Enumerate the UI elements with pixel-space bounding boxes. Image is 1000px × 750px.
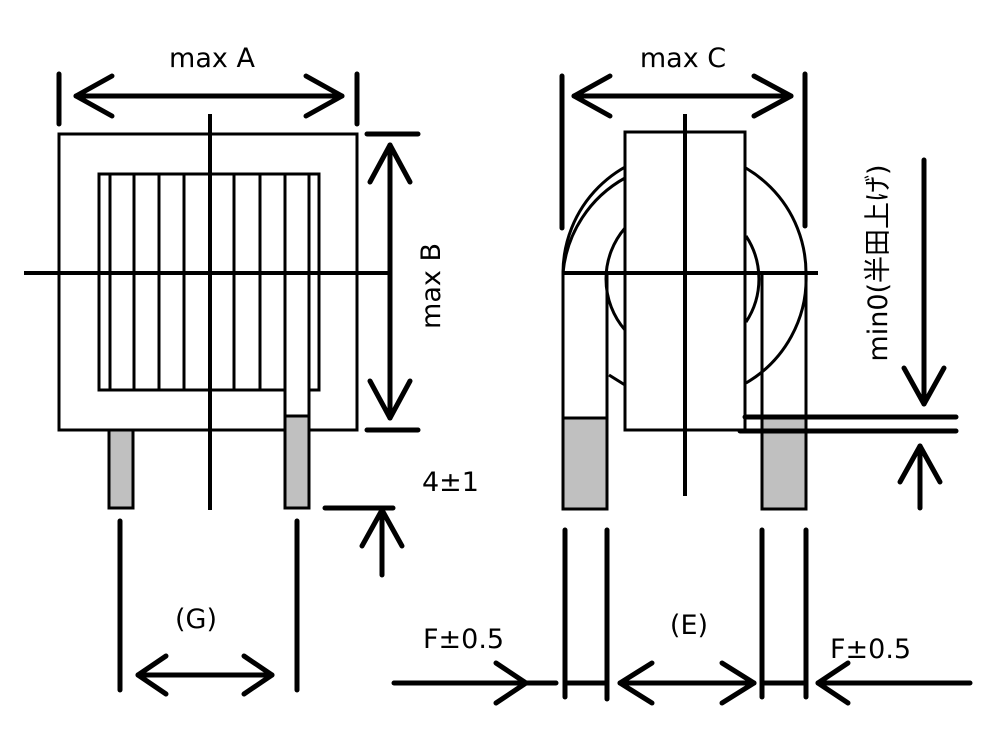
arrow-right-icon xyxy=(303,73,345,119)
front-view xyxy=(24,114,388,510)
dimension-max-a: max A xyxy=(56,43,360,127)
lead-wire-inner xyxy=(283,172,311,418)
front-lead-left xyxy=(107,428,135,510)
arrow-left-icon xyxy=(815,660,851,706)
side-view xyxy=(561,114,818,511)
front-lead-right xyxy=(283,414,311,510)
arrow-right-icon xyxy=(241,653,275,697)
dimension-max-c: max C xyxy=(559,43,808,231)
arrow-right-icon xyxy=(751,73,794,119)
arrow-down-icon xyxy=(901,365,947,407)
label-e: (E) xyxy=(670,610,708,641)
side-lead-left xyxy=(561,416,609,511)
label-max-b: max B xyxy=(416,243,447,329)
dimension-f-e: F±0.5 (E) F±0.5 xyxy=(391,527,973,706)
core-inner-arc-right xyxy=(744,235,761,323)
side-lead-left-upper xyxy=(561,271,609,421)
core-inner-arc xyxy=(604,227,627,331)
arrow-left-icon xyxy=(135,653,169,697)
label-min0: min0(半田上げ) xyxy=(863,164,894,361)
arrow-up-icon xyxy=(367,142,413,185)
dimension-max-b: max B xyxy=(364,131,447,433)
arrow-left-icon xyxy=(73,73,115,119)
label-f-right: F±0.5 xyxy=(830,634,911,665)
label-lead-length: 4±1 xyxy=(422,467,479,498)
arrow-down-icon xyxy=(367,378,413,421)
dimension-min0: min0(半田上げ) xyxy=(737,157,959,511)
label-f-left: F±0.5 xyxy=(423,624,504,655)
label-g: (G) xyxy=(175,604,217,635)
arrow-left-icon xyxy=(571,73,613,119)
core-outer-arc-left xyxy=(561,176,626,274)
arrow-up-icon xyxy=(897,443,943,485)
core-inner-arc-left-tail xyxy=(608,373,626,387)
label-max-a: max A xyxy=(169,43,255,74)
arrow-right-icon xyxy=(493,660,529,706)
arrow-left-icon xyxy=(617,660,655,706)
core-outer-arc xyxy=(561,150,808,385)
dimension-lead-length: 4±1 xyxy=(322,467,479,578)
arrow-right-icon xyxy=(719,660,757,706)
dimension-g: (G) xyxy=(117,518,300,697)
label-max-c: max C xyxy=(640,43,726,74)
arrow-up-icon xyxy=(359,507,405,549)
